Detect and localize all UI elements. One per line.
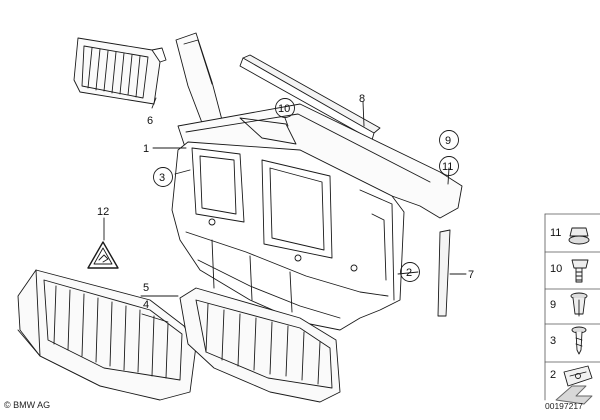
spring-nut-icon <box>563 365 593 387</box>
legend-num-10: 10 <box>550 263 562 275</box>
callout-2: 2 <box>406 267 412 279</box>
side-seal-part <box>437 229 451 317</box>
warning-label-part <box>87 241 119 269</box>
callout-7: 7 <box>468 269 474 281</box>
front-carrier-part <box>171 32 463 331</box>
screw-icon <box>571 326 587 355</box>
callout-6: 6 <box>147 115 153 127</box>
expanding-rivet-icon <box>570 292 588 317</box>
air-duct-part <box>73 37 167 105</box>
callout-circles <box>153 98 459 282</box>
callout-5: 5 <box>143 282 149 294</box>
lower-grille-part <box>179 287 341 403</box>
callout-4: 4 <box>143 299 149 311</box>
air-guide-louvres-part <box>17 269 197 401</box>
callout-10: 10 <box>278 103 290 115</box>
document-number: 00197217 <box>545 401 583 411</box>
callout-11: 11 <box>442 161 453 173</box>
doc-arrow-icon <box>555 385 593 405</box>
callout-3: 3 <box>159 172 165 184</box>
leader-lines <box>103 97 467 323</box>
fastener-legend-frame <box>544 213 600 401</box>
callout-9: 9 <box>445 135 451 147</box>
legend-num-11: 11 <box>550 227 561 239</box>
legend-num-9: 9 <box>550 299 556 311</box>
seal-strip-part <box>239 54 381 141</box>
legend-num-2: 2 <box>550 369 556 381</box>
copyright-text: © BMW AG <box>4 400 51 410</box>
callout-8: 8 <box>359 93 365 105</box>
bolt-icon <box>571 259 589 283</box>
cap-nut-icon <box>568 227 590 245</box>
callout-1: 1 <box>143 143 149 155</box>
callout-12: 12 <box>97 206 109 218</box>
legend-num-3: 3 <box>550 335 556 347</box>
